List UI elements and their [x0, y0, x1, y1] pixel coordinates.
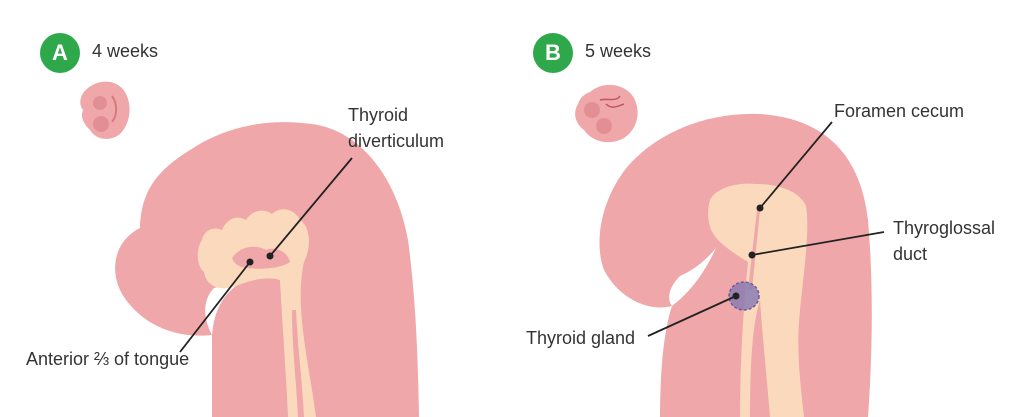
pointer-dot-foramen: [756, 204, 764, 212]
tongue-region-a: [232, 246, 290, 269]
panel-a-badge: A: [40, 33, 80, 73]
label-line-2: diverticulum: [348, 131, 445, 151]
panel-a-artwork: [80, 81, 419, 417]
label-line-1: Foramen cecum: [834, 101, 965, 121]
pointer-dot-diverticulum: [266, 252, 274, 260]
panel-b-badge: B: [533, 33, 573, 73]
oral-gap-b: [669, 248, 716, 306]
pointer-line-diverticulum: [269, 157, 353, 257]
label-line-1: Thyroid: [348, 105, 409, 125]
label-anterior-tongue: Anterior ⅔ of tongue: [26, 346, 189, 372]
thyroid-gland-shape: [728, 281, 760, 311]
label-line-1: Thyroglossal: [893, 218, 996, 238]
pharynx-tissue-b: [599, 113, 872, 417]
embryo-icon-b: [575, 84, 638, 143]
pointer-dot-tongue: [246, 258, 254, 266]
label-thyroid-gland: Thyroid gland: [526, 325, 635, 351]
panel-a-age: 4 weeks: [92, 41, 159, 61]
label-foramen-cecum: Foramen cecum: [834, 98, 964, 124]
oral-gap-a: [205, 282, 242, 335]
panel-b-artwork: [575, 84, 885, 417]
label-line-2: duct: [893, 244, 928, 264]
thyroglossal-duct-lumen: [748, 210, 760, 290]
label-thyroglossal-duct: Thyroglossal duct: [893, 215, 995, 267]
pointer-line-gland: [647, 295, 737, 337]
pointer-dot-duct: [748, 251, 756, 259]
pointer-line-tongue: [179, 261, 251, 353]
pointer-line-foramen: [759, 121, 833, 209]
tube-lumen-a: [292, 310, 304, 417]
label-line-1: Anterior ⅔ of tongue: [26, 349, 190, 369]
label-line-1: Thyroid gland: [526, 328, 636, 348]
panel-b-age: 5 weeks: [585, 41, 652, 61]
label-thyroid-diverticulum: Thyroid diverticulum: [348, 102, 444, 154]
pointer-line-duct: [751, 231, 885, 256]
embryo-icon-a: [80, 81, 130, 139]
pointer-dot-gland: [732, 292, 740, 300]
